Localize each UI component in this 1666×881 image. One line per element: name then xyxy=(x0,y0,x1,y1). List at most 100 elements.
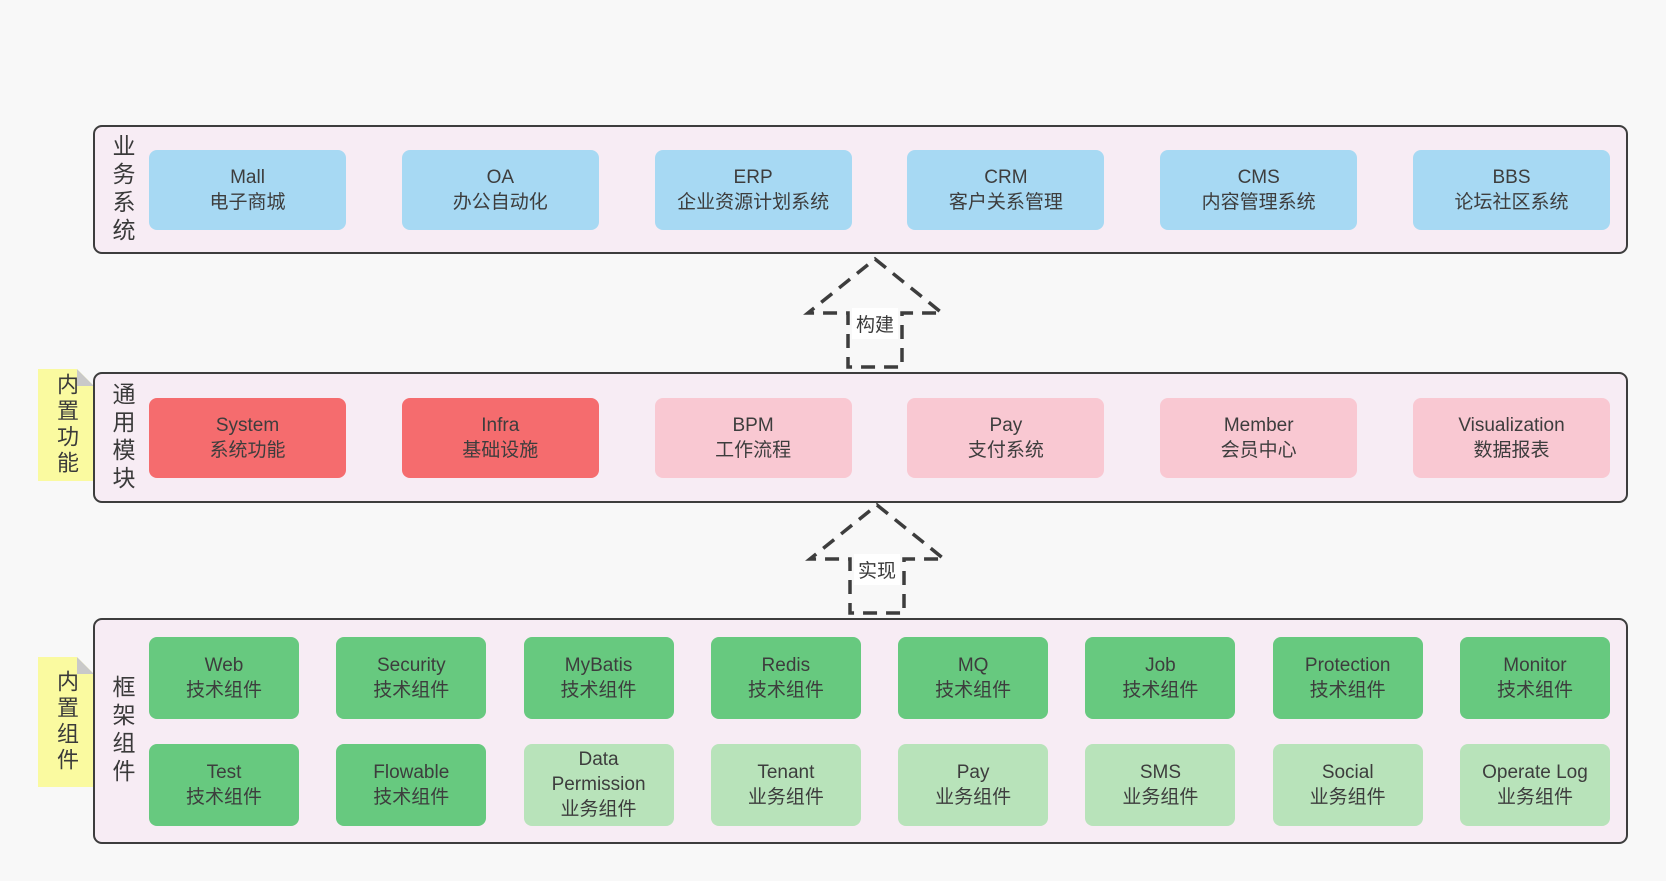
layer-common-modules: 通用模块 System 系统功能 Infra 基础设施 BPM 工作流程 xyxy=(93,372,1628,503)
module-subtitle: 业务组件 xyxy=(747,786,824,808)
module-subtitle: 内容管理系统 xyxy=(1201,191,1316,213)
layer-title-vertical: 通用模块 xyxy=(109,381,135,494)
module-box: Security 技术组件 xyxy=(336,636,487,719)
module-box: SMS 业务组件 xyxy=(1085,743,1236,826)
module-name: Job xyxy=(1145,654,1176,676)
module-subtitle: 客户关系管理 xyxy=(948,191,1063,213)
box-row: Test 技术组件 Flowable 技术组件 Data Permission … xyxy=(149,743,1610,826)
layer-content: System 系统功能 Infra 基础设施 BPM 工作流程 Pay 支付系统 xyxy=(149,374,1626,501)
module-name: Security xyxy=(376,654,446,676)
module-box: Web 技术组件 xyxy=(149,636,299,719)
module-subtitle: 业务组件 xyxy=(1122,786,1199,808)
module-subtitle: 基础设施 xyxy=(462,439,539,461)
module-subtitle: 办公自动化 xyxy=(452,191,548,213)
sticky-note-text: 内置组件 xyxy=(54,670,79,774)
block-arrow-up-icon xyxy=(803,256,947,369)
module-box: Test 技术组件 xyxy=(149,743,299,826)
module-subtitle: 技术组件 xyxy=(373,786,450,808)
module-box: Infra 基础设施 xyxy=(401,397,599,478)
module-name: Redis xyxy=(761,654,811,676)
module-subtitle: 支付系统 xyxy=(967,439,1044,461)
note-fold-corner xyxy=(77,369,94,386)
module-name: BBS xyxy=(1492,166,1531,188)
box-row: System 系统功能 Infra 基础设施 BPM 工作流程 Pay 支付系统 xyxy=(149,397,1610,478)
arrow-label: 构建 xyxy=(851,308,899,339)
module-subtitle: 系统功能 xyxy=(209,439,286,461)
module-name: Mall xyxy=(230,166,265,188)
module-name: ERP xyxy=(733,166,773,188)
module-box: Social 业务组件 xyxy=(1272,743,1423,826)
module-name: Visualization xyxy=(1458,414,1565,436)
module-subtitle: 数据报表 xyxy=(1473,439,1550,461)
sticky-note-text: 内置功能 xyxy=(54,373,79,477)
module-subtitle: 工作流程 xyxy=(715,439,792,461)
module-name: Operate Log xyxy=(1482,761,1588,783)
module-name: Infra xyxy=(481,414,520,436)
module-subtitle: 业务组件 xyxy=(1309,786,1386,808)
module-box: Data Permission 业务组件 xyxy=(523,743,674,826)
module-name: Monitor xyxy=(1503,654,1567,676)
module-box: BBS 论坛社区系统 xyxy=(1412,149,1610,230)
module-box: ERP 企业资源计划系统 xyxy=(654,149,852,230)
module-subtitle: 业务组件 xyxy=(935,786,1012,808)
module-subtitle: 业务组件 xyxy=(1496,786,1573,808)
module-box: BPM 工作流程 xyxy=(654,397,852,478)
sticky-note-builtin-features: 内置功能 xyxy=(38,369,94,481)
box-row: Web 技术组件 Security 技术组件 MyBatis 技术组件 Redi… xyxy=(149,636,1610,719)
arrow-implement: 实现 xyxy=(792,502,962,616)
module-name: Tenant xyxy=(757,761,815,783)
module-box: Visualization 数据报表 xyxy=(1412,397,1610,478)
module-box: MQ 技术组件 xyxy=(898,636,1049,719)
layer-title-vertical: 业务系统 xyxy=(109,133,135,246)
module-subtitle: 企业资源计划系统 xyxy=(677,191,830,213)
module-name: System xyxy=(215,414,280,436)
module-subtitle: 技术组件 xyxy=(935,679,1012,701)
module-subtitle: 技术组件 xyxy=(185,679,262,701)
module-box: Pay 支付系统 xyxy=(907,397,1105,478)
module-name: Social xyxy=(1321,761,1374,783)
module-box: Mall 电子商城 xyxy=(149,149,346,230)
module-name: OA xyxy=(486,166,515,188)
module-name: Pay xyxy=(989,414,1023,436)
module-box: Tenant 业务组件 xyxy=(710,743,861,826)
module-subtitle: 技术组件 xyxy=(373,679,450,701)
module-name: CRM xyxy=(984,166,1028,188)
module-subtitle: 技术组件 xyxy=(1122,679,1199,701)
module-name: Web xyxy=(204,654,244,676)
module-subtitle: 电子商城 xyxy=(209,191,286,213)
module-box: CRM 客户关系管理 xyxy=(907,149,1105,230)
module-box: Operate Log 业务组件 xyxy=(1459,743,1610,826)
module-box: Job 技术组件 xyxy=(1085,636,1236,719)
module-subtitle: 业务组件 xyxy=(560,799,637,820)
arrow-label: 实现 xyxy=(853,554,901,585)
module-name: Pay xyxy=(956,761,990,783)
module-name: Flowable xyxy=(373,761,450,783)
layer-content: Web 技术组件 Security 技术组件 MyBatis 技术组件 Redi… xyxy=(149,620,1626,842)
module-box: Monitor 技术组件 xyxy=(1459,636,1610,719)
module-name: MyBatis xyxy=(564,654,633,676)
module-subtitle: 技术组件 xyxy=(1496,679,1573,701)
module-name: SMS xyxy=(1139,761,1181,783)
module-subtitle: 技术组件 xyxy=(560,679,637,701)
module-box: System 系统功能 xyxy=(149,397,346,478)
module-name: CMS xyxy=(1237,166,1280,188)
module-name: MQ xyxy=(957,654,989,676)
module-box: Member 会员中心 xyxy=(1160,397,1358,478)
module-box: Flowable 技术组件 xyxy=(336,743,487,826)
module-box: Pay 业务组件 xyxy=(898,743,1049,826)
layer-content: Mall 电子商城 OA 办公自动化 ERP 企业资源计划系统 CRM 客户关系… xyxy=(149,127,1626,252)
module-subtitle: 技术组件 xyxy=(1309,679,1386,701)
module-name: Test xyxy=(206,761,242,783)
module-box: MyBatis 技术组件 xyxy=(523,636,674,719)
box-row: Mall 电子商城 OA 办公自动化 ERP 企业资源计划系统 CRM 客户关系… xyxy=(149,149,1610,230)
module-box: Redis 技术组件 xyxy=(710,636,861,719)
module-name: Protection xyxy=(1304,654,1391,676)
sticky-note-builtin-components: 内置组件 xyxy=(38,657,94,787)
block-arrow-up-icon xyxy=(805,502,949,615)
module-box: OA 办公自动化 xyxy=(401,149,599,230)
layer-business-systems: 业务系统 Mall 电子商城 OA 办公自动化 ERP 企业资源计划系统 xyxy=(93,125,1628,254)
module-name: Data Permission xyxy=(551,749,646,795)
layer-framework-components: 框架组件 Web 技术组件 Security 技术组件 MyBatis 技术组件 xyxy=(93,618,1628,844)
module-subtitle: 技术组件 xyxy=(747,679,824,701)
module-box: Protection 技术组件 xyxy=(1272,636,1423,719)
